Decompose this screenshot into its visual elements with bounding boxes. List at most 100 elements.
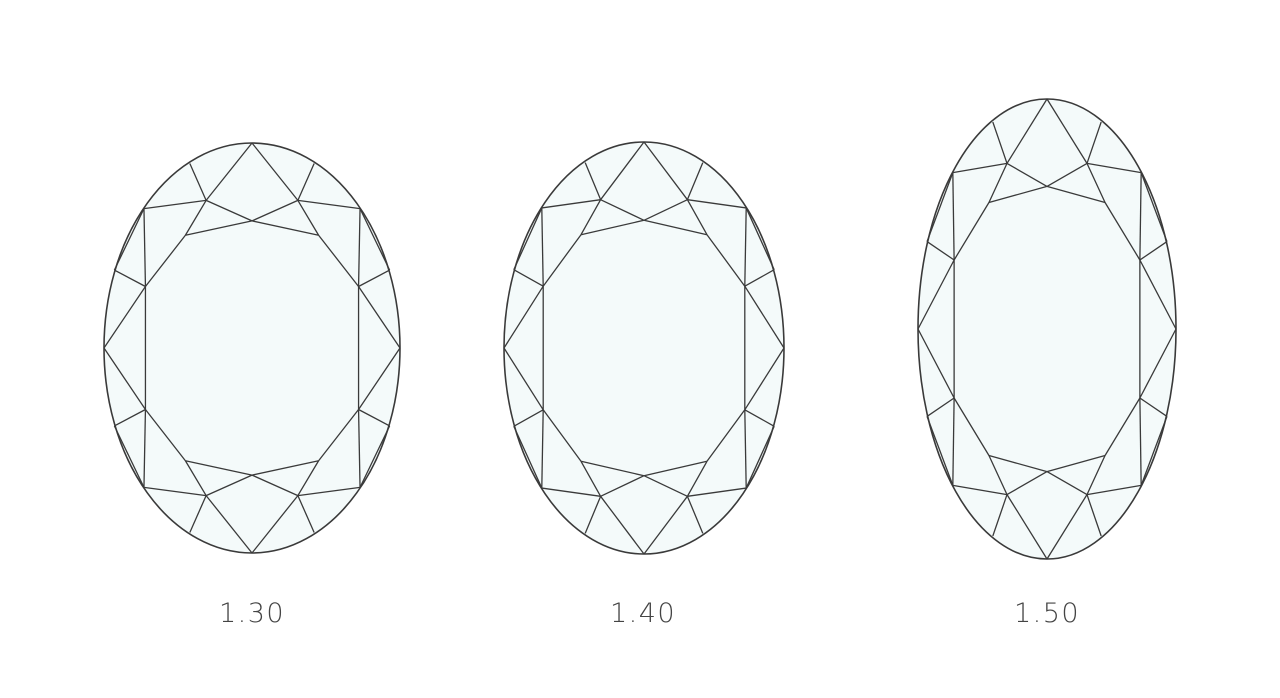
facet-line bbox=[251, 199, 299, 222]
facet-line bbox=[988, 163, 1008, 203]
facet-line bbox=[745, 426, 775, 489]
facet-line bbox=[686, 162, 704, 200]
facet-line bbox=[1086, 455, 1106, 495]
facet-line bbox=[744, 207, 747, 287]
facet-line bbox=[992, 494, 1008, 537]
facet-line bbox=[297, 495, 315, 533]
facet-line bbox=[953, 202, 990, 261]
facet-line bbox=[600, 199, 645, 221]
facet-line bbox=[926, 172, 954, 242]
facet-line bbox=[1140, 416, 1168, 486]
facet-line bbox=[358, 408, 390, 427]
facet-line bbox=[1006, 162, 1048, 187]
facet-line bbox=[189, 495, 207, 533]
facet-line bbox=[1086, 484, 1142, 496]
facet-line bbox=[1046, 98, 1088, 164]
facet-line bbox=[297, 200, 320, 236]
facet-line bbox=[359, 425, 391, 488]
facet-line bbox=[1139, 172, 1142, 261]
ratio-label-1-50: 1.50 bbox=[1013, 598, 1081, 629]
facet-line bbox=[184, 460, 207, 496]
facet-line bbox=[952, 484, 1008, 496]
facet-line bbox=[357, 208, 361, 287]
girdle-outline bbox=[503, 141, 785, 555]
facet-line bbox=[541, 487, 601, 497]
facet-line bbox=[205, 199, 253, 222]
facet-line bbox=[1104, 397, 1141, 456]
facet-line bbox=[513, 269, 544, 287]
facet-line bbox=[143, 486, 207, 497]
facet-line bbox=[503, 285, 544, 349]
facet-line bbox=[1086, 162, 1142, 174]
facet-line bbox=[917, 259, 955, 330]
facet-line bbox=[1139, 328, 1177, 399]
facet-line bbox=[643, 460, 708, 477]
facet-line bbox=[503, 347, 544, 411]
facet-line bbox=[580, 219, 645, 236]
facet-line bbox=[1139, 259, 1177, 330]
facet-line bbox=[205, 142, 253, 201]
facet-line bbox=[1046, 471, 1088, 496]
facet-line bbox=[1006, 471, 1048, 496]
facet-line bbox=[251, 142, 299, 201]
facet-line bbox=[926, 397, 955, 417]
facet-line bbox=[1104, 202, 1141, 261]
facet-line bbox=[541, 409, 544, 489]
facet-line bbox=[744, 347, 785, 411]
facet-line bbox=[542, 234, 582, 287]
facet-line bbox=[1086, 121, 1102, 164]
facet-line bbox=[103, 347, 146, 410]
facet-line bbox=[251, 495, 299, 554]
facet-line bbox=[513, 426, 543, 489]
facet-line bbox=[744, 285, 785, 349]
facet-line bbox=[988, 455, 1008, 495]
facet-line bbox=[988, 185, 1048, 204]
facet-line bbox=[600, 475, 645, 497]
facet-line bbox=[143, 208, 147, 287]
facet-line bbox=[643, 475, 688, 497]
facet-line bbox=[1046, 162, 1088, 187]
facet-line bbox=[988, 454, 1048, 473]
facet-line bbox=[359, 208, 391, 271]
facet-line bbox=[114, 269, 146, 288]
facet-line bbox=[643, 495, 688, 555]
facet-line bbox=[358, 286, 401, 349]
facet-line bbox=[1139, 397, 1168, 417]
facet-line bbox=[542, 409, 582, 462]
facet-line bbox=[686, 496, 704, 534]
facet-line bbox=[1140, 172, 1168, 242]
facet-line bbox=[706, 409, 746, 462]
facet-line bbox=[953, 397, 990, 456]
facet-line bbox=[580, 199, 602, 236]
facet-line bbox=[297, 460, 320, 496]
facet-line bbox=[643, 141, 688, 201]
facet-line bbox=[917, 328, 955, 399]
facet-line bbox=[926, 241, 955, 261]
facet-line bbox=[541, 199, 601, 209]
facet-line bbox=[144, 409, 186, 462]
facet-line bbox=[1139, 397, 1142, 486]
facet-line bbox=[189, 163, 207, 201]
facet-line bbox=[1046, 185, 1106, 204]
facet-line bbox=[318, 234, 360, 287]
facet-line bbox=[185, 460, 253, 476]
facet-line bbox=[744, 409, 775, 427]
facet-line bbox=[318, 409, 360, 462]
facet-line bbox=[251, 220, 319, 236]
facet-line bbox=[185, 220, 253, 236]
facet-line bbox=[952, 397, 955, 486]
oval-diamond-1-40 bbox=[503, 141, 785, 555]
facet-line bbox=[580, 460, 645, 477]
facet-line bbox=[600, 141, 645, 201]
facet-line bbox=[205, 474, 253, 497]
facet-line bbox=[687, 199, 747, 209]
facet-line bbox=[297, 163, 315, 201]
oval-diamond-1-50 bbox=[917, 98, 1177, 560]
facet-line bbox=[952, 172, 955, 261]
facet-line bbox=[687, 487, 747, 497]
facet-line bbox=[643, 199, 688, 221]
girdle-outline bbox=[103, 142, 401, 554]
facet-line bbox=[1086, 494, 1102, 537]
facet-line bbox=[113, 208, 145, 271]
